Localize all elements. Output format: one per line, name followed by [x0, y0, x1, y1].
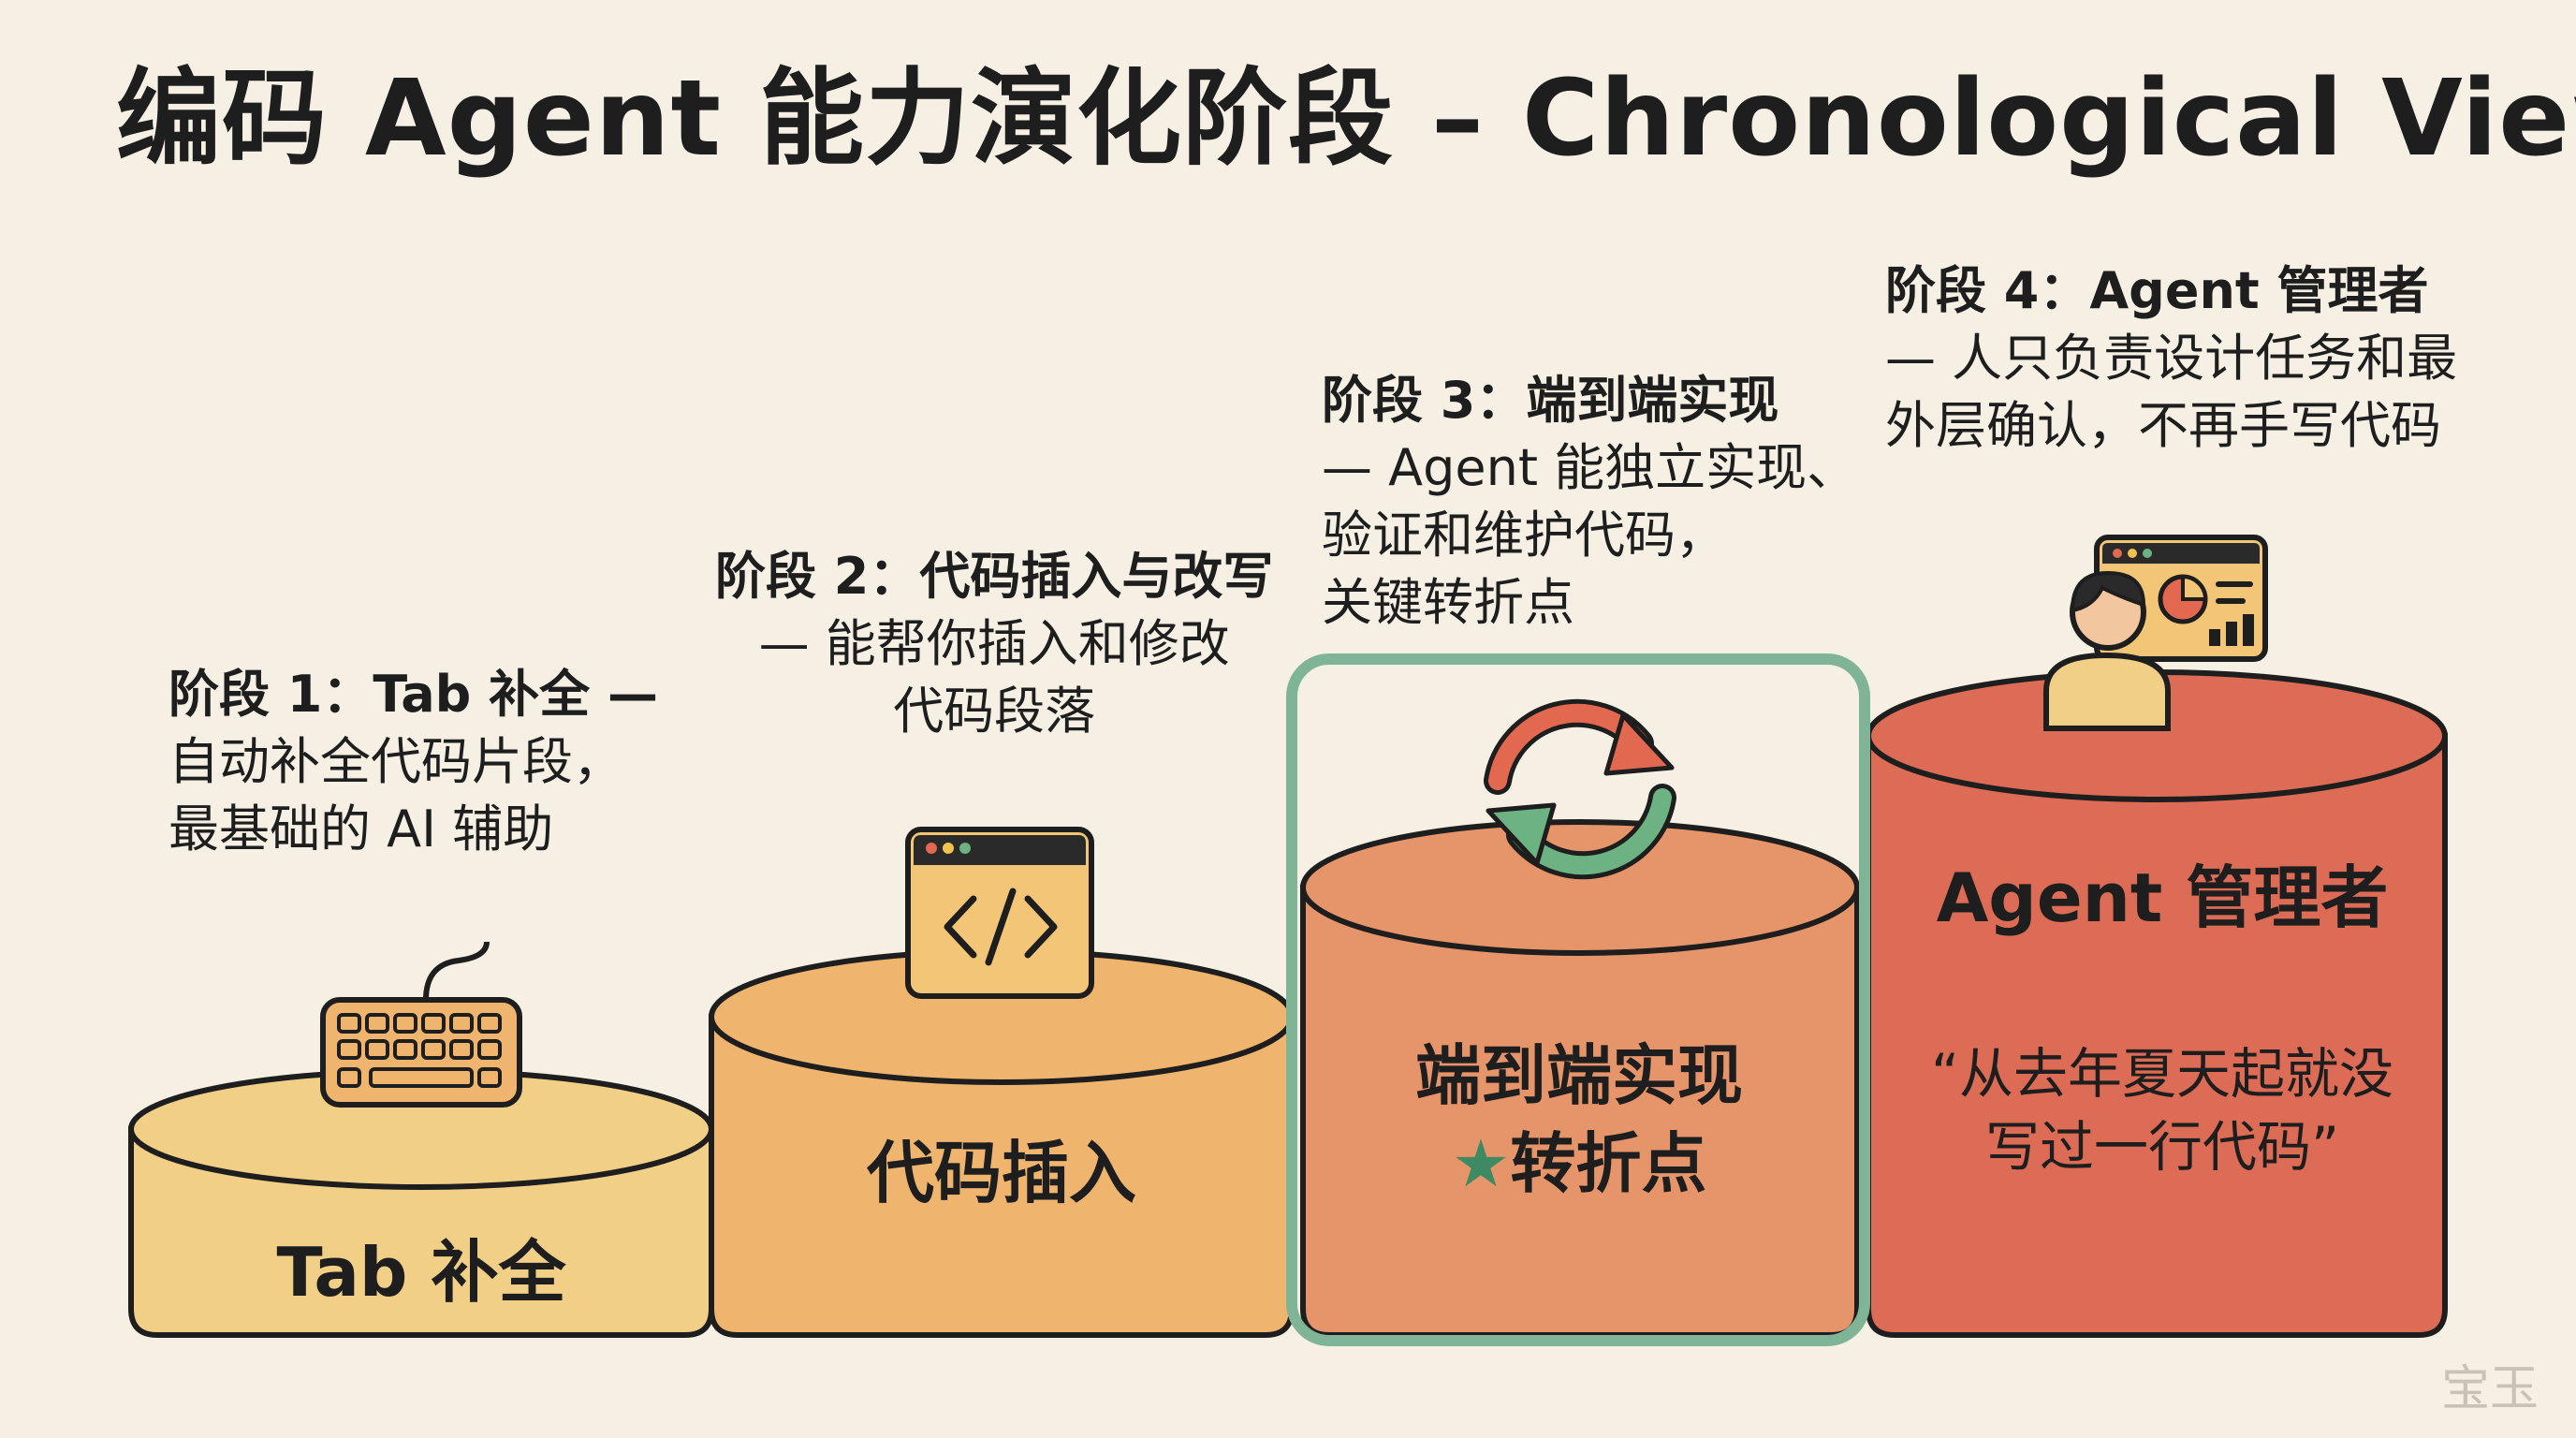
stage-3-line: 验证和维护代码，	[1322, 506, 1726, 565]
star-icon: ★	[1451, 1125, 1511, 1202]
stage-1-line: 自动补全代码片段，	[168, 732, 623, 791]
stage-3-highlight	[1286, 653, 1870, 1346]
stage-2-cylinder	[709, 948, 1295, 1338]
keyboard-icon	[320, 941, 522, 1108]
stage-4-platform-label: Agent 管理者	[1936, 858, 2389, 937]
sync-arrows-icon	[1484, 698, 1676, 880]
watermark: 宝玉	[2440, 1361, 2539, 1417]
stage-2-line: — 能帮你插入和修改	[758, 614, 1230, 673]
stage-4-cylinder	[1866, 669, 2448, 1338]
stage-1-line: 最基础的 AI 辅助	[168, 800, 554, 858]
stage-1-platform-label: Tab 补全	[276, 1233, 566, 1312]
stage-4-description: 阶段 4：Agent 管理者 — 人只负责设计任务和最 外层确认，不再手写代码	[1885, 257, 2457, 460]
stage-4-heading: 阶段 4：Agent 管理者	[1885, 261, 2429, 320]
stage-3-description: 阶段 3：端到端实现 — Agent 能独立实现、 验证和维护代码， 关键转折点	[1322, 367, 1857, 637]
stage-3-line: 关键转折点	[1322, 573, 1574, 632]
stage-4-line: — 人只负责设计任务和最	[1885, 329, 2458, 388]
stage-4-quote: “从去年夏天起就没 写过一行代码”	[1872, 1037, 2452, 1183]
stage-1-description: 阶段 1：Tab 补全 — 自动补全代码片段， 最基础的 AI 辅助	[168, 661, 658, 863]
stage-3-platform-label: 端到端实现 ★转折点	[1303, 1032, 1855, 1208]
page-title: 编码 Agent 能力演化阶段 – Chronological View	[116, 58, 2576, 180]
turning-point-label: 转折点	[1510, 1125, 1707, 1202]
manager-dashboard-icon	[2043, 535, 2268, 731]
code-window-icon	[905, 827, 1094, 999]
stage-1-heading: 阶段 1：Tab 补全 —	[168, 665, 658, 724]
stage-3-cylinder	[1300, 819, 1860, 1338]
stage-3-platform-subtitle: ★转折点	[1303, 1120, 1855, 1208]
stage-2-heading: 阶段 2：代码插入与改写	[715, 547, 1274, 606]
stage-3-line: — Agent 能独立实现、	[1322, 438, 1858, 497]
stage-3-platform-title: 端到端实现	[1415, 1037, 1743, 1114]
stage-2-description: 阶段 2：代码插入与改写 — 能帮你插入和修改 代码段落	[715, 543, 1273, 745]
stage-2-platform-label: 代码插入	[866, 1134, 1136, 1212]
stage-4-quote-line: 写过一行代码”	[1984, 1115, 2340, 1179]
stage-3-heading: 阶段 3：端到端实现	[1322, 371, 1779, 430]
stage-4-quote-line: “从去年夏天起就没	[1930, 1042, 2394, 1106]
stage-2-line: 代码段落	[893, 682, 1096, 741]
stage-4-line: 外层确认，不再手写代码	[1885, 396, 2441, 455]
